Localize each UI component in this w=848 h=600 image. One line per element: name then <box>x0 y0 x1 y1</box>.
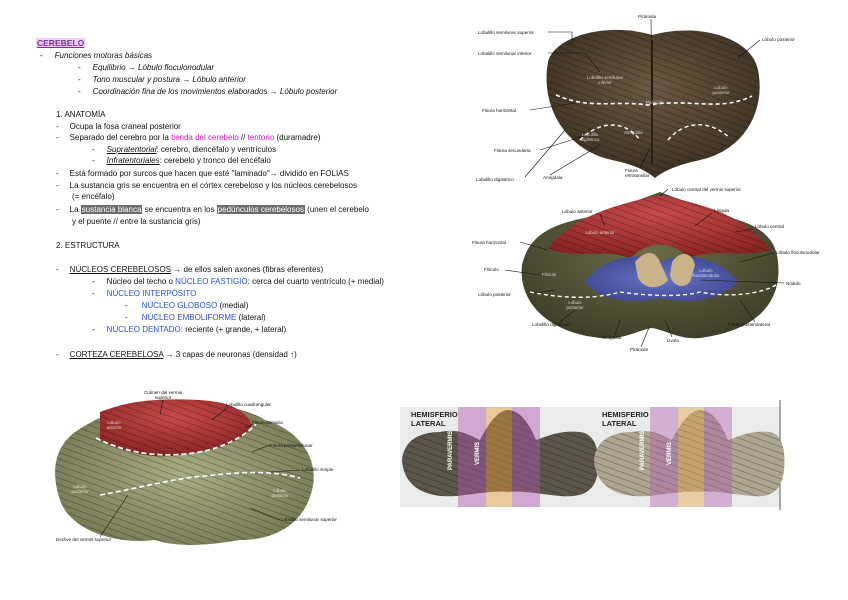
function-item-1: -Equilibrio → Lóbulo floculonodular <box>78 63 215 72</box>
anatomy-line-4b: (= encéfalo) <box>72 192 115 201</box>
fig1-label: Lobulillo digástrico <box>476 177 514 182</box>
fig3-label: Fisura postsemilunar <box>270 443 313 448</box>
page-title: CEREBELO <box>36 38 86 48</box>
fig1-label: Pirámide <box>638 14 657 19</box>
left-hemisphere-label: HEMISFERIO LATERAL <box>411 410 458 428</box>
fig2-label: Lóbulo anterior <box>562 209 593 214</box>
anatomy-heading: 1. ANATOMÍA <box>56 110 106 119</box>
fig1-label: Fisura retrotonsilar <box>625 168 650 178</box>
fig2-label: Amígdala <box>602 335 622 340</box>
fig1-inner-label: Pirámide <box>646 100 664 105</box>
infratentorial-line: -Infratentoriales: cerebelo y tronco del… <box>92 156 271 165</box>
fig2-label: Lóbulo central <box>755 224 784 229</box>
fig2-label: Fisura horizontal <box>472 240 506 245</box>
anatomy-line-3: -Está formado por surcos que hacen que e… <box>56 169 349 178</box>
anatomy-line-5b: y el puente // entre la sustancia gris) <box>72 217 201 226</box>
fig2-label: Flóculo <box>484 267 499 272</box>
fig2-label: Lobulillo digástrico <box>532 322 570 327</box>
fig2-label: Lóbulo central del vermis superior <box>672 187 741 192</box>
cortex-line: -CORTEZA CEREBELOSA → 3 capas de neurona… <box>56 350 297 359</box>
dentado-line: -NÚCLEO DENTADO: reciente (+ grande, + l… <box>92 325 287 334</box>
right-hemisphere-label: HEMISFERIO LATERAL <box>602 410 649 428</box>
fig3-inner-label: Lóbulo anterior <box>106 420 122 430</box>
fig1-inner-label: Lóbulo posterior <box>712 85 730 95</box>
fig2-label: Nódulo <box>786 281 801 286</box>
function-item-3: -Coordinación fina de los movimientos el… <box>78 87 338 96</box>
fig3-label: Declive del vermis superior <box>56 537 112 542</box>
function-item-2: -Tono muscular y postura → Lóbulo anteri… <box>78 75 246 84</box>
fig2-label: Língula <box>714 208 730 213</box>
paravermis-label-right: PARAVERMIS <box>640 430 646 470</box>
fig1-label: Lobulillo semilunar inferior <box>478 51 532 56</box>
fig1-label: Lobulillo semilunar superior <box>478 30 534 35</box>
emboliforme-line: -NÚCLEO EMBOLIFORME (lateral) <box>125 313 266 322</box>
fig2-label: Fisura posterolateral <box>728 322 770 327</box>
supratentorial-line: -Supratentorial: cerebro, diencéfalo y v… <box>92 145 277 154</box>
fig1-inner-label: Amígdala <box>624 130 643 135</box>
fig2-label: Lóbulo floculonodular <box>776 250 820 255</box>
fig3-label: Culmen del vermis superior <box>143 390 183 400</box>
anatomy-line-1: -Ocupa la fosa craneal posterior <box>56 122 181 131</box>
nuclei-line: -NÚCLEOS CEREBELOSOS → de ellos salen ax… <box>56 265 324 274</box>
fig2-inner-label: Lóbulo anterior <box>585 230 615 235</box>
fig2-label: Pirámide <box>630 347 649 352</box>
anatomy-line-5: -La sustancia blanca se encuentra en los… <box>56 205 369 214</box>
fig3-label: Lobulillo cuadrangular <box>226 402 271 407</box>
fig1-label: Amígdala <box>543 175 563 180</box>
fig2-label: Lóbulo posterior <box>478 292 511 297</box>
functions-heading: -Funciones motoras básicas <box>40 51 153 60</box>
fig2-inner-label: Flóculo <box>542 272 557 277</box>
fig2-inner-label: Lóbulo floculonodular <box>692 268 720 278</box>
vermis-label-right: VERMIS <box>667 441 673 465</box>
fig3-label: Fisura primaria <box>252 420 283 425</box>
fig1-label: Fisura horizontal <box>482 108 516 113</box>
vermis-label-left: VERMIS <box>475 441 481 465</box>
anatomy-line-4: -La sustancia gris se encuentra en el có… <box>56 181 357 190</box>
fig3-inner-label: Lóbulo posterior <box>271 488 289 498</box>
fig1-label: Lóbulo posterior <box>762 37 795 42</box>
fig2-label: Úvula <box>667 338 679 343</box>
structure-heading: 2. ESTRUCTURA <box>56 241 120 250</box>
fastigio-line: -Núcleo del techo o NÚCLEO FASTIGIO: cer… <box>92 277 384 286</box>
fig2-inner-label: Lóbulo posterior <box>566 300 584 310</box>
fig3-inner-label: Lóbulo posterior <box>71 484 89 494</box>
fig3-label: Lobulillo simple <box>302 467 334 472</box>
fig1-label: Fisura secundaria <box>494 148 531 153</box>
fig3-label: Lobulillo semilunar superior <box>281 517 337 522</box>
fig1-inner-label: Lobulillo digástrico <box>580 132 600 142</box>
globoso-line: -NÚCLEO GLOBOSO (medial) <box>125 301 249 310</box>
paravermis-label-left: PARAVERMIS <box>448 430 454 470</box>
interposito-line: -NÚCLEO INTERPÓSITO <box>92 289 197 298</box>
anatomy-line-2: -Separado del cerebro por la tienda del … <box>56 133 321 142</box>
fig1-inner-label: Lobulillo semilunar inferior <box>586 75 624 85</box>
